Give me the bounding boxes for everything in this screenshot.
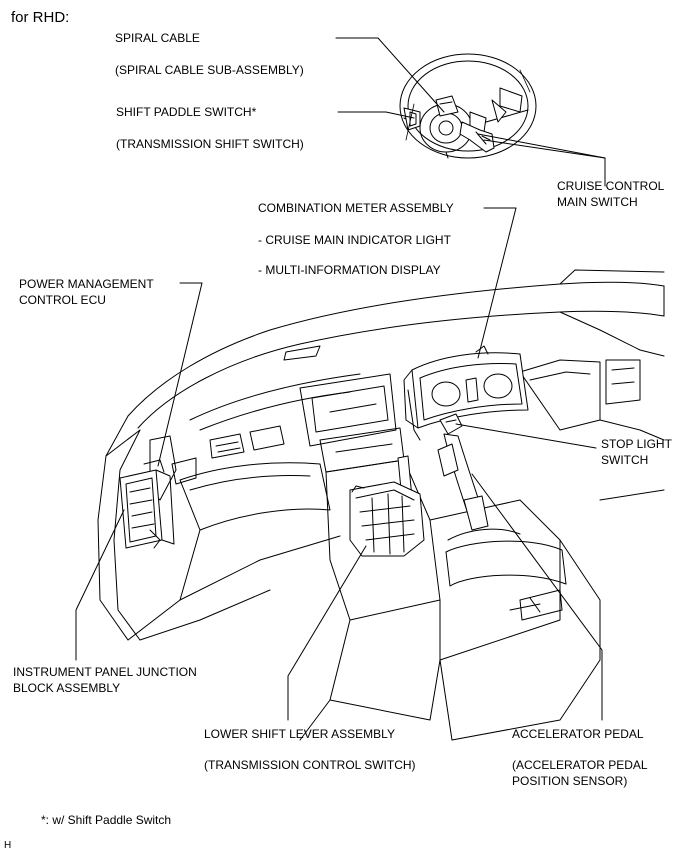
steering-wheel-illustration [399,53,537,159]
label-lower-shift: LOWER SHIFT LEVER ASSEMBLY [204,727,395,741]
label-combination-meter: COMBINATION METER ASSEMBLY [258,201,454,215]
combination-meter-illustration [403,345,529,441]
label-accel-pedal: ACCELERATOR PEDAL [512,727,644,741]
label-cruise-indicator: - CRUISE MAIN INDICATOR LIGHT [258,233,451,247]
corner-mark: H [4,840,12,851]
label-ip-junction-1: INSTRUMENT PANEL JUNCTION [13,665,197,679]
leader-lines [75,37,606,721]
variant-heading: for RHD: [11,9,70,26]
label-stop-light-2: SWITCH [601,453,649,467]
label-accel-sensor-1: (ACCELERATOR PEDAL [512,758,648,772]
label-spiral-cable: SPIRAL CABLE [115,31,200,45]
label-cruise-main-1: CRUISE CONTROL [557,179,665,193]
label-power-mgmt-1: POWER MANAGEMENT [19,277,154,291]
label-stop-light-1: STOP LIGHT [601,437,672,451]
label-cruise-main-2: MAIN SWITCH [557,195,638,209]
label-multi-info: - MULTI-INFORMATION DISPLAY [258,263,441,277]
label-shift-paddle-sub: (TRANSMISSION SHIFT SWITCH) [116,137,304,151]
label-ip-junction-2: BLOCK ASSEMBLY [13,681,121,695]
label-accel-sensor-2: POSITION SENSOR) [512,774,628,788]
pedal-assembly-illustration [437,413,489,531]
label-spiral-cable-sub: (SPIRAL CABLE SUB-ASSEMBLY) [115,63,304,77]
label-power-mgmt-2: CONTROL ECU [19,293,106,307]
label-lower-shift-sub: (TRANSMISSION CONTROL SWITCH) [204,758,416,772]
label-shift-paddle: SHIFT PADDLE SWITCH* [116,105,257,119]
junction-block-illustration [119,459,175,549]
footnote: *: w/ Shift Paddle Switch [41,813,172,827]
shift-lever-illustration [349,455,425,557]
